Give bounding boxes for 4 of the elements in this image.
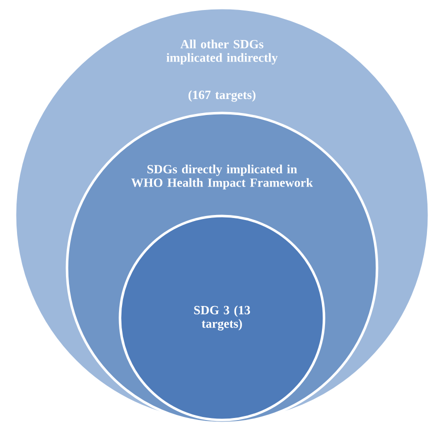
circle-label: All other SDGs implicated indirectly	[166, 40, 278, 64]
circle-label: (167 targets)	[188, 90, 256, 102]
circle-label: SDGs directly implicated in WHO Health Impact Framework	[131, 164, 313, 190]
circle-label: SDG 3 (13 targets)	[194, 306, 250, 330]
